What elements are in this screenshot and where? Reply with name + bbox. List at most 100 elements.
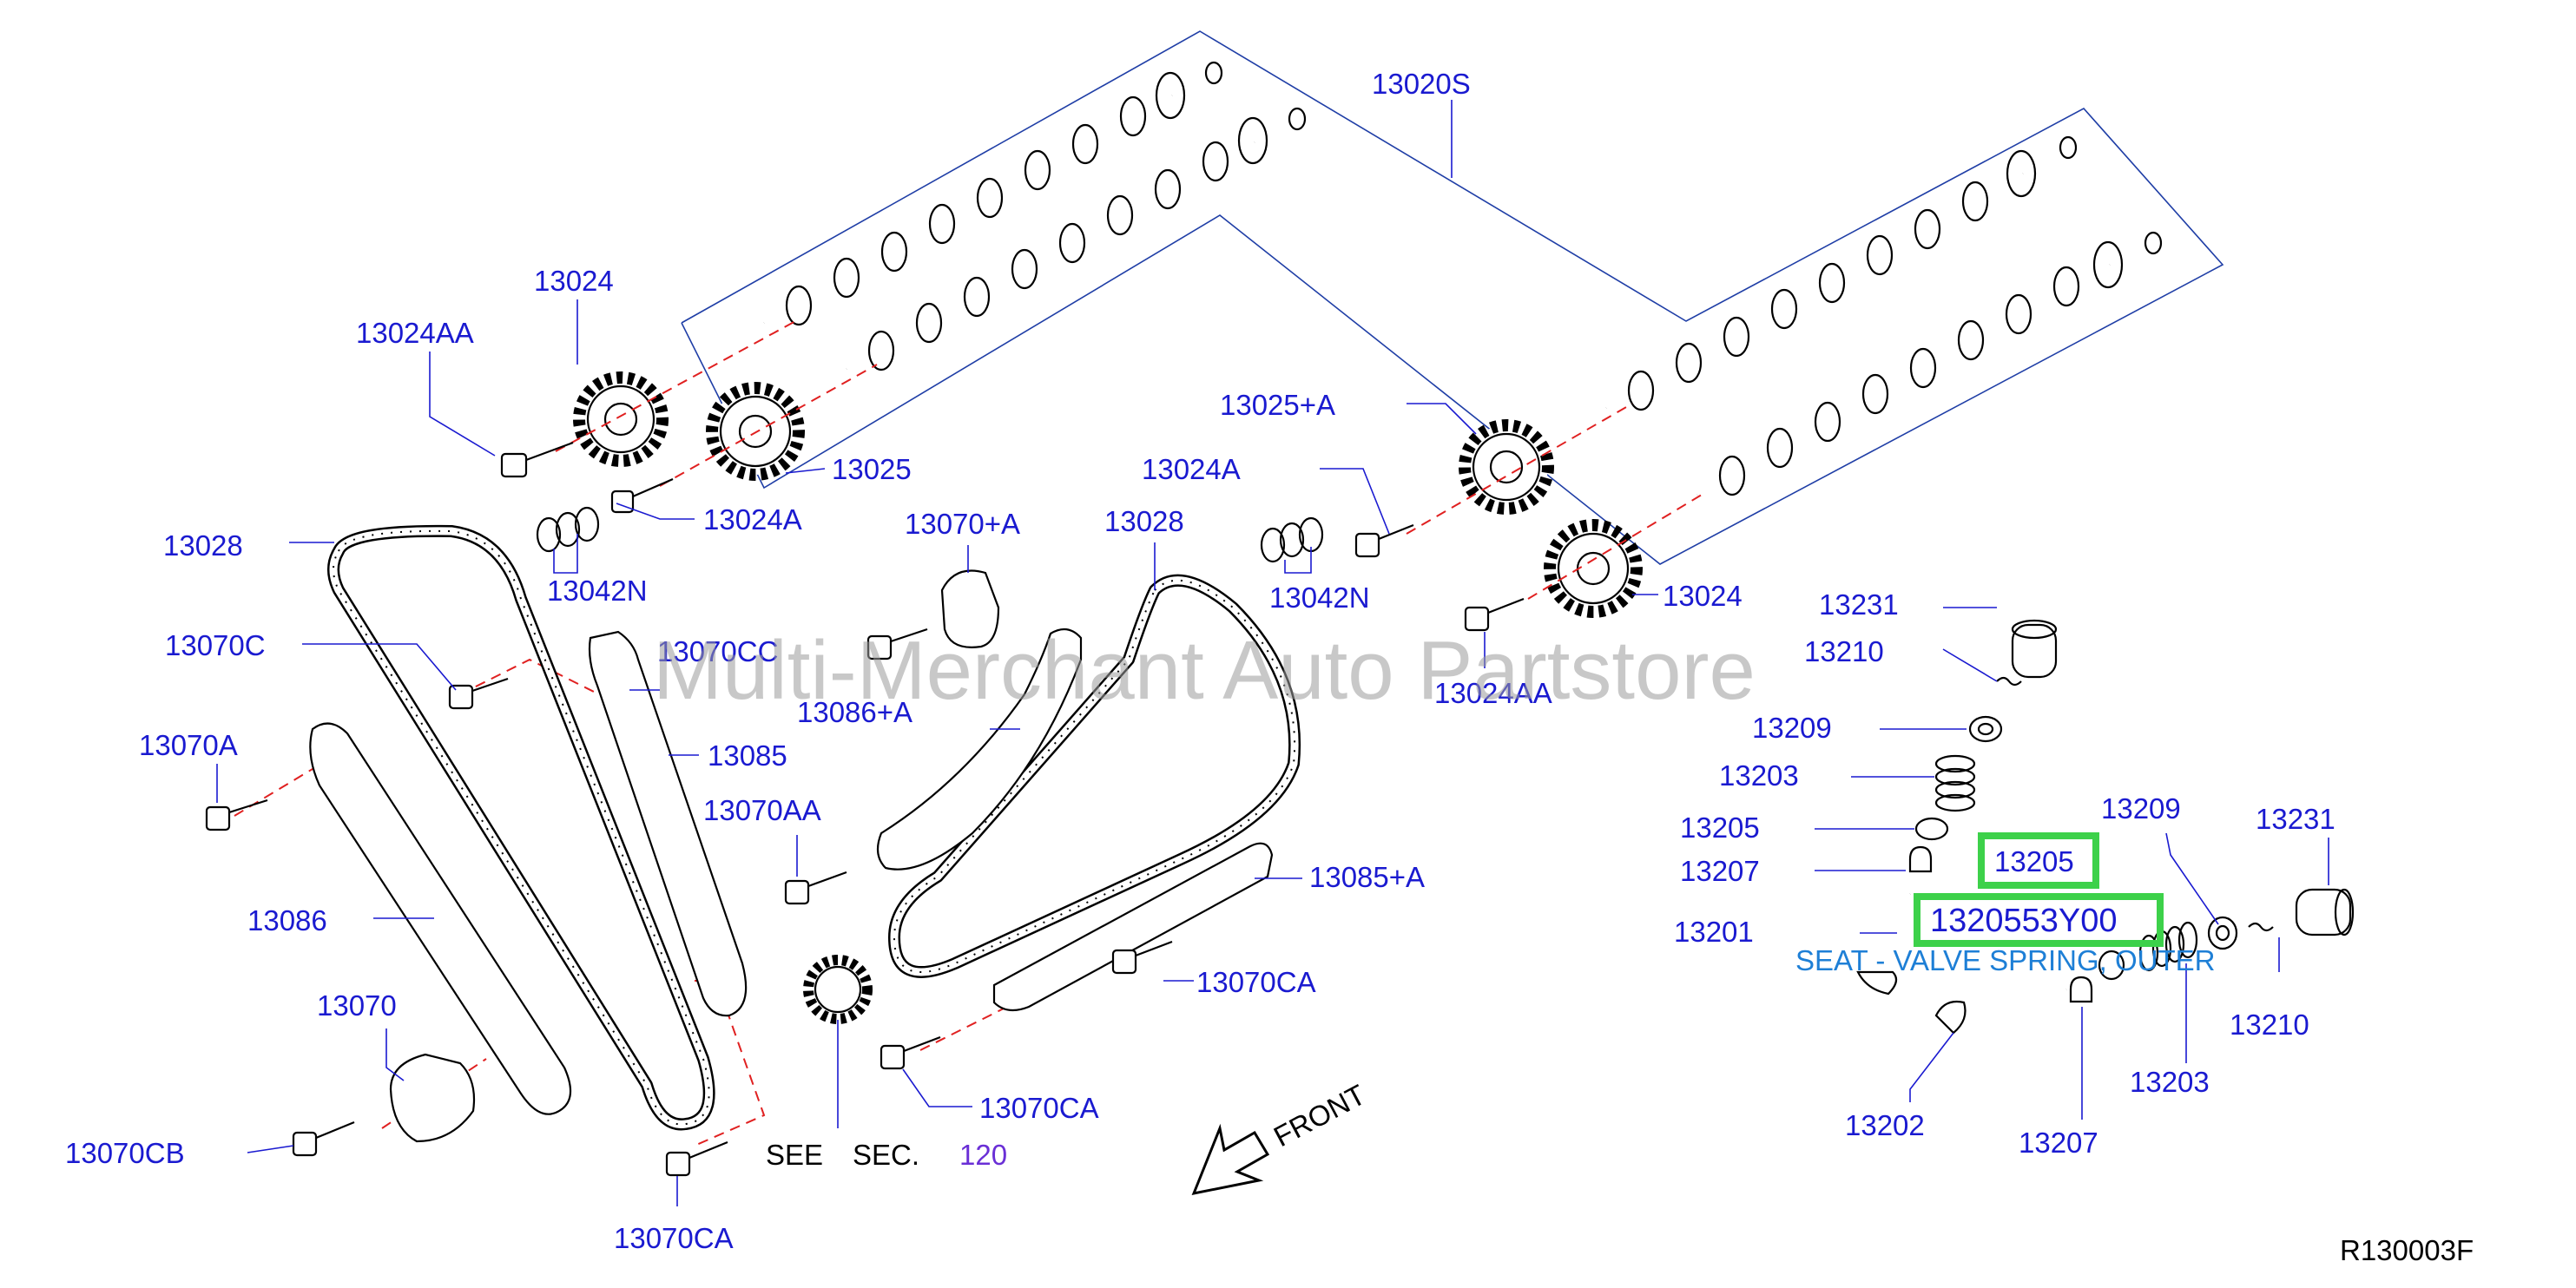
chain-guide-13086 [309, 722, 572, 1115]
bolt-13024A-right [1354, 523, 1414, 558]
bolt-13024A-left [610, 477, 674, 514]
label-13028-left[interactable]: 13028 [163, 529, 243, 562]
sec-number-link[interactable]: 120 [959, 1139, 1007, 1171]
label-13042N-right[interactable]: 13042N [1269, 582, 1370, 614]
bolt-13070CB [292, 1120, 355, 1157]
bolt-13070C [448, 677, 509, 710]
camshaft-set-frame [681, 30, 2224, 565]
label-13070A[interactable]: 13070A [139, 729, 238, 761]
label-13024-top[interactable]: 13024 [534, 265, 614, 297]
label-13024AA-top[interactable]: 13024AA [356, 317, 474, 349]
label-13070CC[interactable]: 13070CC [657, 635, 778, 667]
bolt-13024AA-right [1464, 597, 1525, 632]
washers-13042N-left [536, 506, 600, 553]
collet-13210-right [2248, 922, 2274, 932]
highlight-part-code[interactable]: 13205 [1994, 845, 2074, 877]
label-13205-left[interactable]: 13205 [1680, 812, 1760, 844]
label-13024A-left[interactable]: 13024A [703, 503, 802, 536]
label-13070AA[interactable]: 13070AA [703, 794, 821, 826]
label-13085pA[interactable]: 13085+A [1309, 861, 1425, 893]
label-13025pA[interactable]: 13025+A [1220, 389, 1335, 421]
label-13070CA-low[interactable]: 13070CA [979, 1092, 1099, 1124]
label-13201[interactable]: 13201 [1674, 916, 1754, 948]
label-13028-right[interactable]: 13028 [1104, 505, 1184, 537]
label-13207-left[interactable]: 13207 [1680, 855, 1760, 887]
label-13020S[interactable]: 13020S [1372, 68, 1471, 100]
valve-lifter-13231-top [2011, 619, 2058, 679]
bolt-13070A [205, 798, 268, 831]
valve-lifter-13231-right [2295, 888, 2355, 936]
label-13070[interactable]: 13070 [317, 989, 397, 1022]
valve-13202 [1934, 988, 2067, 1035]
seat-13205-right [2098, 950, 2125, 981]
highlight-box-part-code [1978, 832, 2099, 889]
part-labels: 13020S 13024 13024AA 13025 13024A 13042N… [65, 68, 2336, 1254]
spring-13203-top [1934, 754, 1976, 812]
label-13209-top[interactable]: 13209 [1752, 712, 1832, 744]
sprocket-13025pA-right [1459, 419, 1554, 515]
diagram-code: R130003F [2340, 1234, 2474, 1266]
label-13210-right[interactable]: 13210 [2230, 1009, 2309, 1041]
label-13070CA-bottom[interactable]: 13070CA [614, 1222, 734, 1254]
tensioner-13070 [389, 1053, 476, 1143]
camshaft-left-lower [843, 107, 1307, 375]
chain-guide-13086pA [876, 628, 1083, 871]
label-13202[interactable]: 13202 [1845, 1109, 1925, 1141]
label-13203-bottom[interactable]: 13203 [2130, 1066, 2210, 1098]
label-13024-right[interactable]: 13024 [1663, 580, 1743, 612]
highlight-part-description: SEAT - VALVE SPRING, OUTER [1795, 944, 2216, 976]
valve-13201 [1856, 893, 1912, 996]
align-line-5 [459, 658, 600, 695]
label-13203-top[interactable]: 13203 [1719, 759, 1799, 792]
label-13070pA[interactable]: 13070+A [905, 508, 1020, 540]
seat-13205-left [1914, 817, 1949, 841]
label-13085[interactable]: 13085 [708, 739, 787, 772]
bolt-13070CA-low [880, 1035, 941, 1070]
see-text: SEE [766, 1139, 823, 1171]
highlight-box-part-number [1914, 893, 2164, 947]
timing-chain-right [888, 574, 1301, 978]
label-13070CA-mid[interactable]: 13070CA [1196, 966, 1316, 998]
seal-13207-left [1908, 845, 1933, 873]
label-13024AA-right[interactable]: 13024AA [1434, 677, 1552, 709]
sprocket-13024-left [573, 371, 669, 467]
label-13070C[interactable]: 13070C [165, 629, 266, 661]
label-13024A-right[interactable]: 13024A [1142, 453, 1241, 485]
label-13210-top[interactable]: 13210 [1804, 635, 1884, 667]
align-line-6 [694, 980, 766, 1147]
sec-text: SEC. [853, 1139, 919, 1171]
retainer-13209-right [2207, 916, 2238, 950]
camshaft-right-upper [1603, 135, 2078, 414]
label-13070CB[interactable]: 13070CB [65, 1137, 185, 1169]
label-13086pA[interactable]: 13086+A [797, 696, 912, 728]
label-13231-right[interactable]: 13231 [2256, 803, 2336, 835]
timing-chain-left [327, 524, 715, 1131]
label-13042N-left[interactable]: 13042N [547, 575, 648, 607]
chain-guide-13085 [588, 630, 748, 1017]
bolt-13070AA [784, 871, 847, 905]
label-13025[interactable]: 13025 [832, 453, 912, 485]
camshaft-right-lower [1694, 231, 2163, 501]
retainer-13209-top [1968, 715, 2003, 743]
bolt-13070CA-mid [1111, 940, 1173, 975]
washers-13042N-right [1260, 516, 1324, 563]
align-line-3 [1406, 403, 1633, 535]
bolt-13024AA-left [500, 441, 574, 478]
sprocket-13025-left [706, 382, 805, 481]
seal-13207-bottom [2069, 976, 2093, 1003]
front-arrow-icon [1191, 1123, 1270, 1196]
leader-lines [216, 299, 2329, 1206]
highlight-part-number[interactable]: 1320553Y00 [1930, 903, 2118, 939]
collet-13210-top [1996, 676, 2022, 687]
bolt-13070CC [866, 628, 928, 660]
align-line-1 [555, 319, 800, 452]
label-13086[interactable]: 13086 [247, 904, 327, 936]
label-13231-top[interactable]: 13231 [1819, 588, 1899, 621]
chain-guide-13085pA [992, 842, 1274, 1012]
align-line-7 [234, 763, 322, 817]
bolt-13070CA-bottom [665, 1140, 728, 1177]
label-13207-bottom[interactable]: 13207 [2019, 1127, 2098, 1159]
front-label: FRONT [1268, 1078, 1371, 1153]
label-13209-right[interactable]: 13209 [2101, 792, 2181, 825]
